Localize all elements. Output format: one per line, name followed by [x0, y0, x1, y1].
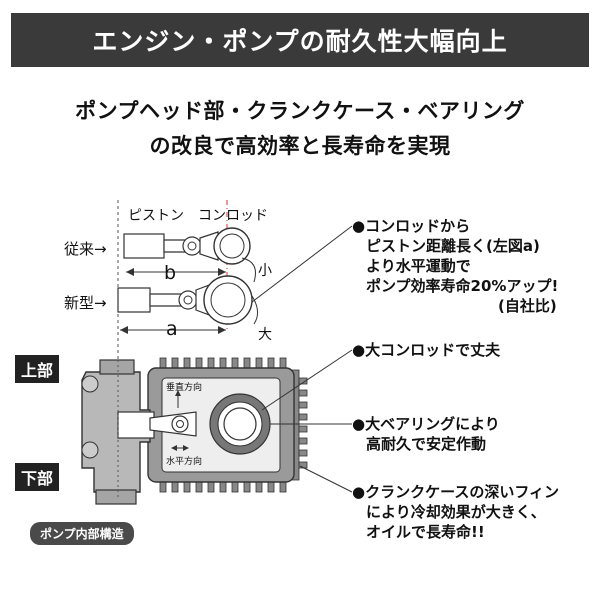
- note-4-line-2: により冷却効果が大きく、: [366, 503, 546, 521]
- dimension-b-label: b: [164, 262, 177, 284]
- note-1-line-4: ポンプ効率寿命20%アップ!: [366, 277, 559, 295]
- pump-head: [81, 371, 151, 493]
- pump-head-top-cap: [99, 359, 135, 375]
- leader-note-1: [251, 225, 353, 303]
- subtitle-line-2: の改良で高効率と長寿命を実現: [149, 134, 451, 158]
- upper-label: 上部: [15, 355, 60, 383]
- large-label: 大: [258, 327, 272, 343]
- dimension-b-arrow-left: [126, 268, 134, 276]
- pump-piston: [117, 411, 155, 439]
- note-3-line-2: 高耐久で安定作動: [366, 435, 487, 453]
- note-large-bearing: ●大ベアリングにより 高耐久で安定作動: [352, 414, 500, 454]
- pump-head-bottom-cap: [95, 489, 137, 505]
- bolt-top: [81, 375, 99, 393]
- dimension-a-arrow-left: [120, 326, 128, 334]
- note-crankcase-fins: ●クランクケースの深いフィン により冷却効果が大きく、 オイルで長寿命!!: [352, 482, 559, 542]
- new-big-end-bore: [210, 282, 246, 318]
- lower-label: 下部: [15, 463, 60, 491]
- dimension-a-arrow-right: [218, 326, 226, 334]
- note-4-line-1: ●クランクケースの深いフィン: [352, 483, 560, 501]
- note-3-line-1: ●大ベアリングにより: [352, 415, 500, 433]
- piston-label: ピストン: [128, 208, 184, 224]
- pump-conrod-pin-hole: [176, 420, 184, 428]
- large-arc: [251, 295, 258, 325]
- conrod-label: コンロッド: [198, 208, 268, 224]
- dimension-b-arrow-right: [218, 268, 226, 276]
- old-small-end-pin: [187, 241, 197, 251]
- note-1-line-2: ピストン距離長く(左図a): [366, 237, 540, 255]
- horizontal-arrow-head-right: [183, 445, 189, 451]
- dimension-a-label: a: [166, 318, 178, 340]
- old-piston: [123, 233, 165, 259]
- note-1-line-1: ●コンロッドから: [352, 217, 471, 235]
- leader-note-2: [261, 349, 353, 411]
- vertical-direction-label: 垂直方向: [166, 383, 203, 393]
- header-banner: エンジン・ポンプの耐久性大幅向上: [11, 13, 589, 67]
- horizontal-direction-label: 水平方向: [166, 457, 203, 467]
- old-label: 従来→: [64, 240, 107, 258]
- note-4-line-3: オイルで長寿命!!: [366, 523, 485, 541]
- vertical-arrow-head: [175, 390, 181, 396]
- subtitle-line-1: ポンプヘッド部・クランクケース・ベアリング: [75, 99, 525, 123]
- small-arc: [241, 257, 256, 283]
- new-piston: [117, 287, 151, 313]
- leader-note-4: [299, 465, 353, 493]
- bolt-bottom: [81, 441, 99, 459]
- note-1-line-5: (自社比): [498, 297, 557, 315]
- small-label: 小: [258, 263, 272, 279]
- note-conrod-distance: ●コンロッドから ピストン距離長く(左図a) より水平運動で ポンプ効率寿命20…: [352, 216, 558, 316]
- old-big-end-bore: [219, 233, 245, 259]
- pump-structure-caption: ポンプ内部構造: [30, 522, 134, 545]
- horizontal-arrow-head-left: [171, 445, 177, 451]
- old-rod-neck: [199, 231, 219, 261]
- new-label: 新型→: [64, 294, 107, 312]
- bottom-fins: [159, 479, 287, 493]
- header-title: エンジン・ポンプの耐久性大幅向上: [92, 27, 508, 56]
- note-2-line-1: ●大コンロッドで丈夫: [352, 341, 501, 359]
- note-1-line-3: より水平運動で: [366, 257, 471, 275]
- new-small-end-pin: [183, 295, 193, 305]
- pump-body: [81, 357, 308, 505]
- pump-conrod-big-end: [223, 407, 257, 441]
- note-large-conrod: ●大コンロッドで丈夫: [352, 340, 500, 360]
